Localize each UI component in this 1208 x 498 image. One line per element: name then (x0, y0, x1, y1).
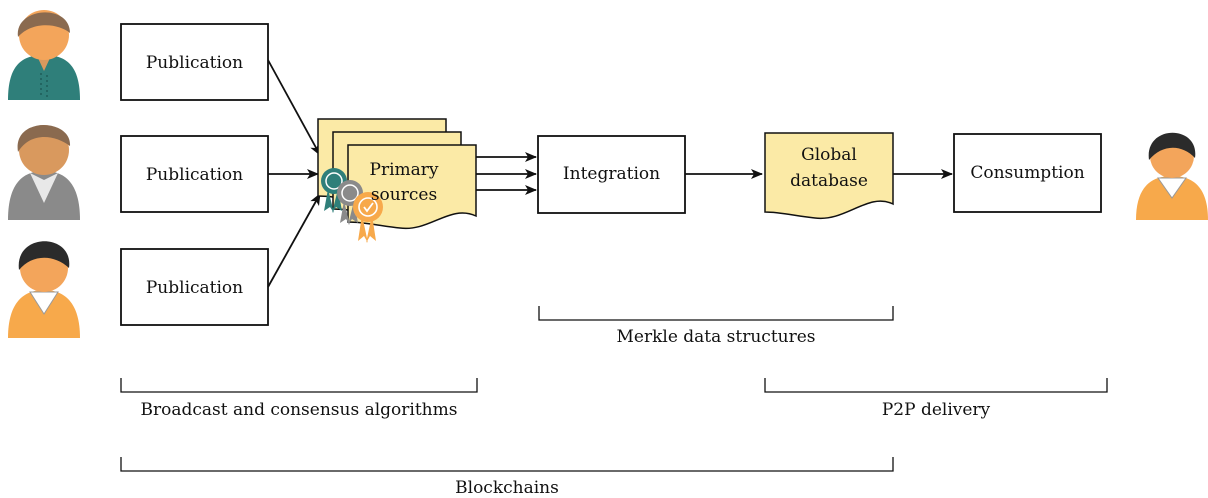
publication-node-1: Publication (120, 23, 269, 101)
p2p-bracket: P2P delivery (764, 378, 1108, 420)
publication-label-3: Publication (146, 278, 243, 298)
person-gray-icon (8, 124, 80, 220)
merkle-annotation: Merkle data structures (616, 327, 815, 347)
arrow-pub1-to-sources (267, 59, 321, 156)
blockchains-annotation: Blockchains (455, 478, 559, 498)
integration-node: Integration (537, 135, 686, 214)
primary-sources-label-line2: sources (371, 185, 437, 205)
person-teal-icon (8, 10, 80, 100)
primary-sources-label-line1: Primary (370, 160, 439, 180)
consumption-node: Consumption (953, 133, 1102, 213)
person-orange-icon (8, 241, 80, 338)
primary-sources-node: Primary sources (317, 118, 477, 243)
publication-label-2: Publication (146, 165, 243, 185)
global-database-node: Global database (764, 132, 894, 220)
person-consumer-icon (1136, 132, 1208, 220)
merkle-bracket: Merkle data structures (538, 306, 894, 347)
arrow-pub3-to-sources (267, 193, 321, 288)
p2p-annotation: P2P delivery (882, 400, 991, 420)
global-database-label-line1: Global (801, 145, 857, 165)
publication-node-2: Publication (120, 135, 269, 213)
blockchains-bracket: Blockchains (120, 457, 894, 498)
publication-label-1: Publication (146, 53, 243, 73)
global-database-label-line2: database (790, 171, 868, 191)
integration-label: Integration (563, 164, 660, 184)
ribbon-badge-orange-icon (353, 192, 383, 243)
broadcast-bracket: Broadcast and consensus algorithms (120, 378, 478, 420)
publication-node-3: Publication (120, 248, 269, 326)
consumption-label: Consumption (970, 163, 1084, 183)
broadcast-annotation: Broadcast and consensus algorithms (141, 400, 458, 420)
